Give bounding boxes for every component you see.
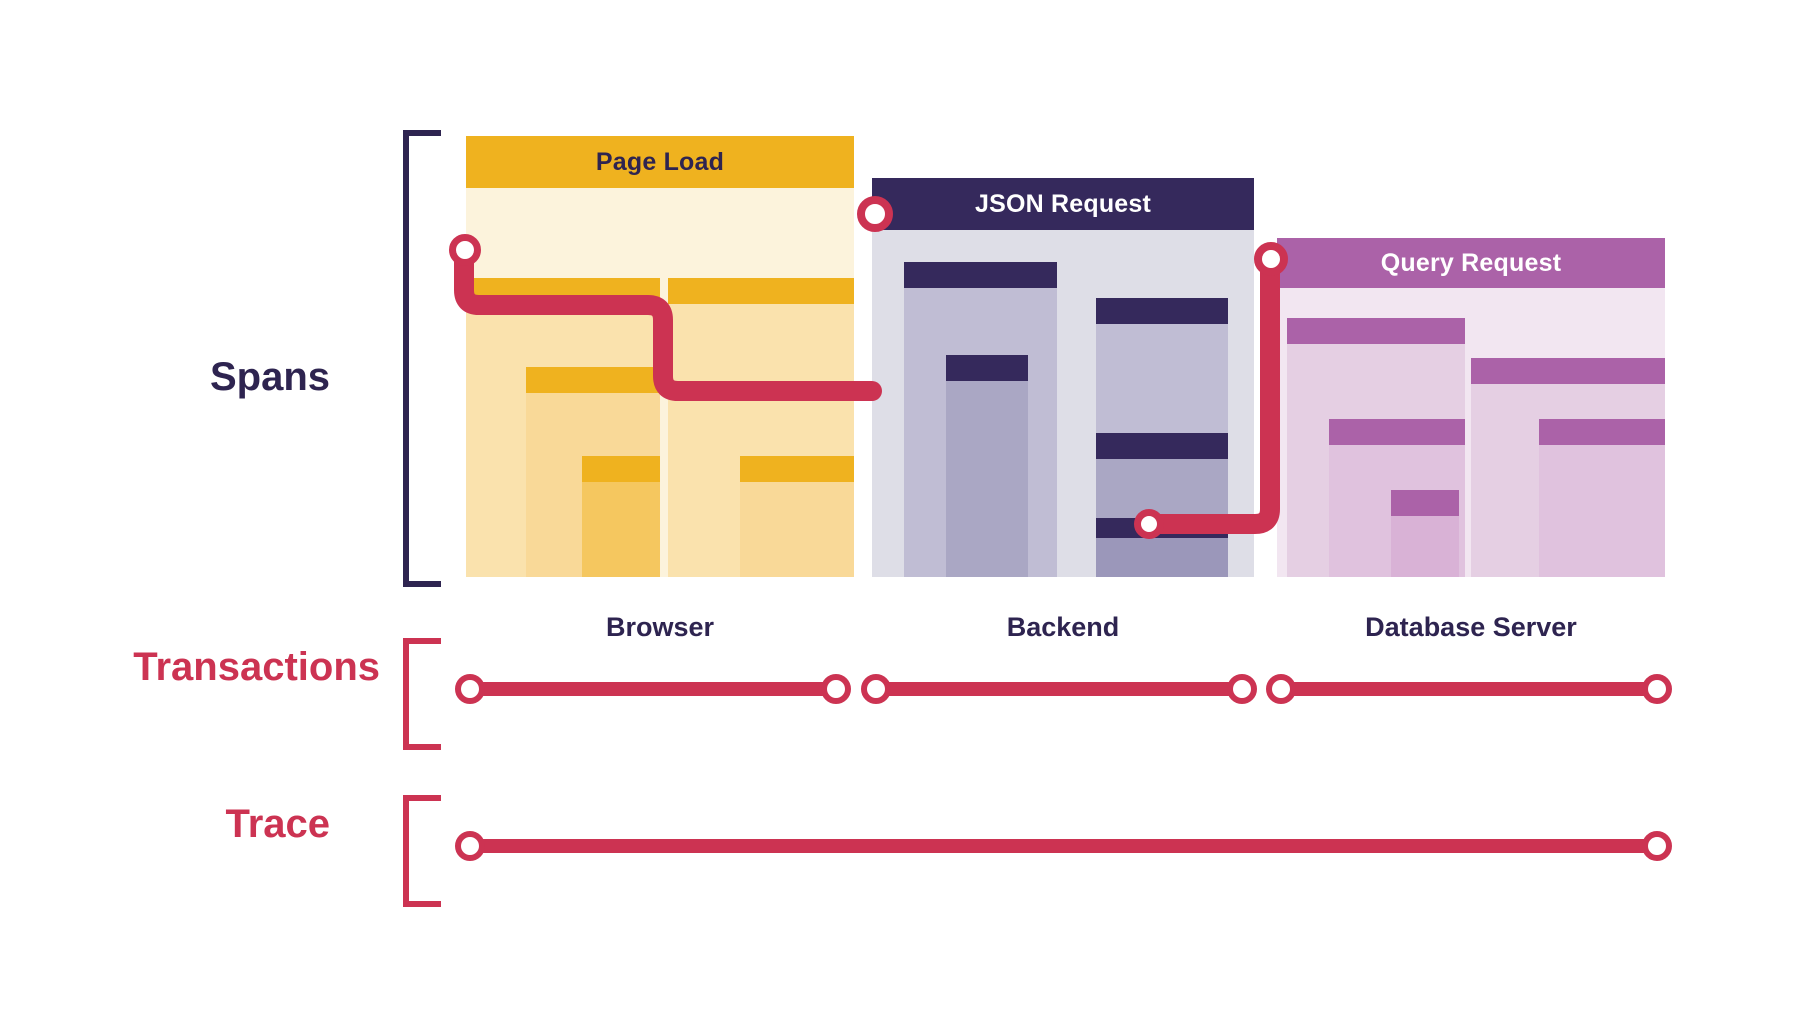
- database-transaction-header[interactable]: Query Request: [1277, 238, 1665, 288]
- database-span-1-head: [1287, 318, 1465, 344]
- transaction-dot-backend-start[interactable]: [861, 674, 891, 704]
- spans-bracket: [403, 130, 441, 587]
- trace-dot-end[interactable]: [1642, 831, 1672, 861]
- browser-span-4-head: [668, 278, 854, 304]
- database-span-2-head: [1329, 419, 1465, 445]
- transaction-segment-database[interactable]: [1277, 682, 1657, 696]
- database-span-4-head: [1471, 358, 1665, 384]
- browser-span-3-head: [582, 456, 660, 482]
- transaction-dot-database-end[interactable]: [1642, 674, 1672, 704]
- transaction-segment-browser[interactable]: [466, 682, 836, 696]
- backend-span-3-head: [1096, 298, 1228, 324]
- database-span-area: [1277, 288, 1665, 577]
- transactions-row-label: Transactions: [133, 645, 380, 689]
- service-panel-backend: JSON Request: [872, 0, 1254, 580]
- service-panel-browser: Page Load: [466, 0, 854, 580]
- backend-transaction-name: JSON Request: [974, 189, 1152, 218]
- service-panel-database: Query Request: [1277, 0, 1665, 580]
- browser-transaction-name: Page Load: [595, 147, 725, 176]
- browser-span-5-head: [740, 456, 854, 482]
- transaction-dot-database-start[interactable]: [1266, 674, 1296, 704]
- backend-span-4-head: [1096, 433, 1228, 459]
- browser-transaction-header[interactable]: Page Load: [466, 136, 854, 188]
- transactions-bracket: [403, 638, 441, 750]
- backend-transaction-header[interactable]: JSON Request: [872, 178, 1254, 230]
- connector-dot-database-start[interactable]: [1254, 242, 1288, 276]
- database-transaction-name: Query Request: [1380, 248, 1562, 277]
- backend-span-1-head: [904, 262, 1057, 288]
- connector-dot-browser-start[interactable]: [449, 234, 481, 266]
- database-span-5-head: [1539, 419, 1665, 445]
- browser-span-area: [466, 188, 854, 577]
- backend-span-area: [872, 230, 1254, 577]
- database-span-5[interactable]: [1539, 419, 1665, 577]
- transaction-dot-browser-end[interactable]: [821, 674, 851, 704]
- backend-span-2[interactable]: [946, 355, 1028, 577]
- transaction-dot-backend-end[interactable]: [1227, 674, 1257, 704]
- service-caption-database: Database Server: [1365, 612, 1577, 642]
- trace-segment-full[interactable]: [466, 839, 1657, 853]
- trace-bracket: [403, 795, 441, 907]
- backend-span-2-head: [946, 355, 1028, 381]
- service-caption-browser: Browser: [605, 612, 715, 642]
- trace-row-label: Trace: [225, 802, 330, 846]
- database-span-3-head: [1391, 490, 1459, 516]
- transaction-segment-backend[interactable]: [872, 682, 1242, 696]
- browser-span-1-head: [466, 278, 660, 304]
- trace-dot-start[interactable]: [455, 831, 485, 861]
- transaction-dot-browser-start[interactable]: [455, 674, 485, 704]
- connector-dot-backend-start[interactable]: [857, 196, 893, 232]
- service-caption-backend: Backend: [1006, 612, 1120, 642]
- browser-span-2-head: [526, 367, 660, 393]
- connector-dot-backend-deep[interactable]: [1134, 509, 1164, 539]
- spans-row-label: Spans: [209, 355, 330, 399]
